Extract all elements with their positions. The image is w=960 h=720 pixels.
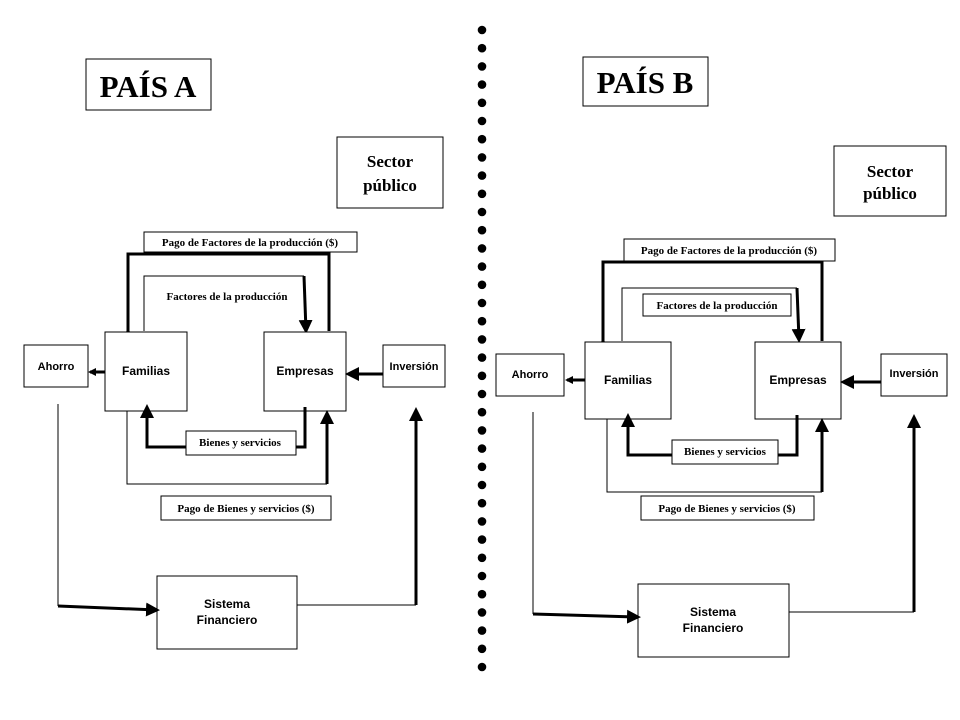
country-a-sistema-financiero-box <box>156 575 298 650</box>
country-b-factores-arrow <box>791 287 806 343</box>
divider-dot <box>477 225 487 235</box>
country-b-pago-bienes-line <box>606 419 822 493</box>
divider-dot <box>477 335 487 344</box>
country-b-title-box <box>582 56 709 107</box>
country-a-panel: PAÍS A Sector público Pago de Factores d… <box>23 58 446 650</box>
country-a-ahorro-to-sistema-arrow <box>57 602 160 617</box>
divider-dot <box>477 171 487 180</box>
divider-dot <box>477 262 487 271</box>
country-a-bienes-label: Bienes y servicios <box>199 437 282 449</box>
country-b-pago-factores-arrow <box>596 260 824 352</box>
divider-dot <box>477 371 487 381</box>
divider-dot <box>477 116 487 126</box>
country-b-pago-bienes-box <box>640 495 815 521</box>
divider-dot <box>477 134 487 144</box>
country-a-pago-bienes-line <box>126 411 327 485</box>
country-a-title-box <box>85 58 212 111</box>
country-a-financiero-label: Financiero <box>197 613 258 627</box>
country-a-publico-label: público <box>363 176 417 195</box>
divider-dot <box>477 626 487 635</box>
dotted-divider <box>477 25 487 672</box>
country-a-empresas-box <box>263 331 347 412</box>
country-a-inversion-box <box>382 344 446 388</box>
divider-dot <box>477 25 487 35</box>
divider-dot <box>477 389 487 399</box>
country-b-sistema-label: Sistema <box>690 605 736 619</box>
country-a-sector-publico-box <box>336 136 444 209</box>
country-b-sector-label: Sector <box>867 162 914 181</box>
divider-dot <box>477 80 487 89</box>
country-a-pago-bienes-box <box>160 495 332 521</box>
divider-dot <box>477 280 487 290</box>
country-a-empresas-label: Empresas <box>276 364 334 378</box>
country-b-inversion-box <box>880 353 948 397</box>
divider-dot <box>477 644 487 654</box>
country-b-inversion-label: Inversión <box>890 368 939 380</box>
country-b-ahorro-label: Ahorro <box>512 369 549 381</box>
divider-dot <box>477 62 487 71</box>
divider-dot <box>477 316 487 326</box>
divider-dot <box>477 589 487 599</box>
country-b-title: PAÍS B <box>597 65 694 100</box>
country-b-pago-factores-label: Pago de Factores de la producción ($) <box>641 245 818 257</box>
country-a-sistema-label: Sistema <box>204 597 250 611</box>
country-a-title: PAÍS A <box>100 69 197 104</box>
country-a-factores-arrow <box>298 275 313 334</box>
country-b-sector-publico-box <box>833 145 947 217</box>
country-a-inversion-label: Inversión <box>390 361 439 373</box>
country-b-factores-box <box>642 293 792 317</box>
country-b-ahorro-box <box>495 353 565 397</box>
country-b-pago-bienes-label: Pago de Bienes y servicios ($) <box>658 503 796 515</box>
country-a-ahorro-label: Ahorro <box>38 361 75 373</box>
country-a-pago-factores-arrow <box>121 252 331 342</box>
country-a-pago-factores-label: Pago de Factores de la producción ($) <box>162 237 339 249</box>
country-a-ahorro-box <box>23 344 89 388</box>
country-b-empresas-box <box>754 341 842 420</box>
divider-dot <box>477 498 487 508</box>
divider-dot <box>477 407 487 417</box>
country-b-ahorro-to-sistema-arrow <box>532 609 641 624</box>
divider-dot <box>477 444 487 453</box>
divider-dot <box>477 189 487 199</box>
country-b-factores-line <box>621 287 797 341</box>
divider-dot <box>477 207 487 217</box>
divider-dot <box>477 662 487 672</box>
country-b-panel: PAÍS B Sector público Pago de Factores d… <box>495 56 948 658</box>
country-b-bienes-box <box>671 439 779 465</box>
divider-dot <box>477 244 487 253</box>
country-a-pago-bienes-label: Pago de Bienes y servicios ($) <box>177 503 315 515</box>
country-a-pago-factores-box <box>143 231 358 253</box>
country-a-sector-label: Sector <box>367 152 414 171</box>
country-b-pago-factores-box <box>623 238 836 262</box>
divider-dot <box>477 153 487 162</box>
divider-dot <box>477 298 487 308</box>
country-b-familias-label: Familias <box>604 373 652 387</box>
divider-dot <box>477 535 487 544</box>
divider-dot <box>477 480 487 490</box>
divider-dot <box>477 98 487 108</box>
country-b-financiero-label: Financiero <box>683 621 744 635</box>
country-b-empresas-label: Empresas <box>769 373 827 387</box>
divider-dot <box>477 426 487 435</box>
divider-dot <box>477 462 487 472</box>
country-b-publico-label: público <box>863 184 917 203</box>
country-a-factores-label: Factores de la producción <box>167 291 288 303</box>
country-b-sistema-financiero-box <box>637 583 790 658</box>
divider-dot <box>477 608 487 617</box>
divider-dot <box>477 43 487 53</box>
divider-dot <box>477 553 487 563</box>
country-a-bienes-box <box>185 430 297 456</box>
country-b-bienes-label: Bienes y servicios <box>684 446 767 458</box>
country-a-factores-line <box>143 275 304 331</box>
country-b-familias-box <box>584 341 672 420</box>
divider-dot <box>477 517 487 526</box>
country-b-factores-label: Factores de la producción <box>657 300 778 312</box>
country-a-familias-label: Familias <box>122 364 170 378</box>
divider-dot <box>477 353 487 362</box>
divider-dot <box>477 571 487 581</box>
